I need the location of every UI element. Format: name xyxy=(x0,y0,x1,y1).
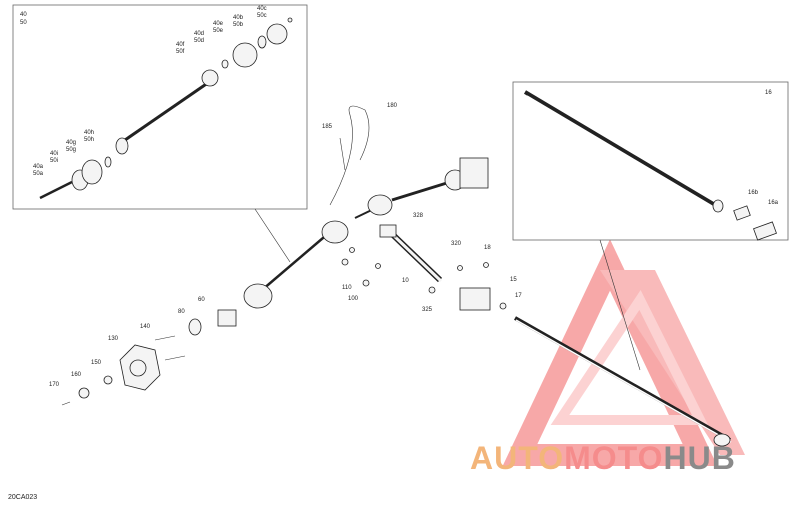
callout-17: 17 xyxy=(515,293,522,299)
callout-40i: 40i xyxy=(50,151,58,157)
leader-line-right-inset xyxy=(599,239,641,371)
callout-50d: 50d xyxy=(194,38,204,44)
callout-40e: 40e xyxy=(213,21,224,27)
watermark-text: AUTOMOTOHUB xyxy=(470,440,736,477)
inset-left-label-50: 50 xyxy=(20,20,27,26)
callout-100: 100 xyxy=(348,296,359,302)
callout-110: 110 xyxy=(342,285,352,291)
callout-16: 16 xyxy=(765,90,772,96)
callout-50g: 50g xyxy=(66,147,76,153)
callout-325: 325 xyxy=(422,307,433,313)
main-front-shaft xyxy=(188,157,489,336)
inset-left-label-40: 40 xyxy=(20,12,27,18)
watermark-text-auto: AUTO xyxy=(470,440,565,476)
callout-40g: 40g xyxy=(66,140,76,146)
inset-left-shaft xyxy=(39,17,293,200)
callout-40h: 40h xyxy=(84,130,94,136)
callout-180: 180 xyxy=(387,103,398,109)
callout-40a: 40a xyxy=(33,164,44,170)
wheel-hub xyxy=(61,335,186,406)
callout-50c: 50c xyxy=(257,13,267,19)
callout-50h: 50h xyxy=(84,137,94,143)
callout-80: 80 xyxy=(178,309,185,315)
watermark-text-hub: HUB xyxy=(663,440,736,476)
cable xyxy=(329,105,370,206)
callout-40c: 40c xyxy=(257,6,267,12)
callout-40d: 40d xyxy=(194,31,204,37)
callout-185: 185 xyxy=(322,124,333,130)
leader-line-left-inset xyxy=(254,208,291,263)
callout-50a: 50a xyxy=(33,171,44,177)
callout-170: 170 xyxy=(49,382,60,388)
diagram-code: 20CA023 xyxy=(8,494,38,501)
bolts xyxy=(341,247,489,294)
callout-10: 10 xyxy=(402,278,409,284)
callout-16a: 16a xyxy=(768,200,779,206)
callout-130: 130 xyxy=(108,336,119,342)
callout-160: 160 xyxy=(71,372,82,378)
callout-60: 60 xyxy=(198,297,205,303)
callout-50f: 50f xyxy=(176,49,185,55)
inset-right-shaft xyxy=(523,90,777,241)
callout-320: 320 xyxy=(451,241,462,247)
callout-16b: 16b xyxy=(748,190,759,196)
watermark-text-moto: MOTO xyxy=(564,440,664,476)
callout-50i: 50i xyxy=(50,158,58,164)
callout-140: 140 xyxy=(140,324,151,330)
callout-50e: 50e xyxy=(213,28,224,34)
callout-15: 15 xyxy=(510,277,517,283)
callout-50b: 50b xyxy=(233,22,244,28)
callout-150: 150 xyxy=(91,360,102,366)
prop-shaft xyxy=(379,224,732,447)
callout-40f: 40f xyxy=(176,42,185,48)
callout-40b: 40b xyxy=(233,15,244,21)
callout-18: 18 xyxy=(484,245,491,251)
watermark-logo xyxy=(502,239,745,466)
callout-328: 328 xyxy=(413,213,424,219)
inset-box-left xyxy=(12,4,308,210)
